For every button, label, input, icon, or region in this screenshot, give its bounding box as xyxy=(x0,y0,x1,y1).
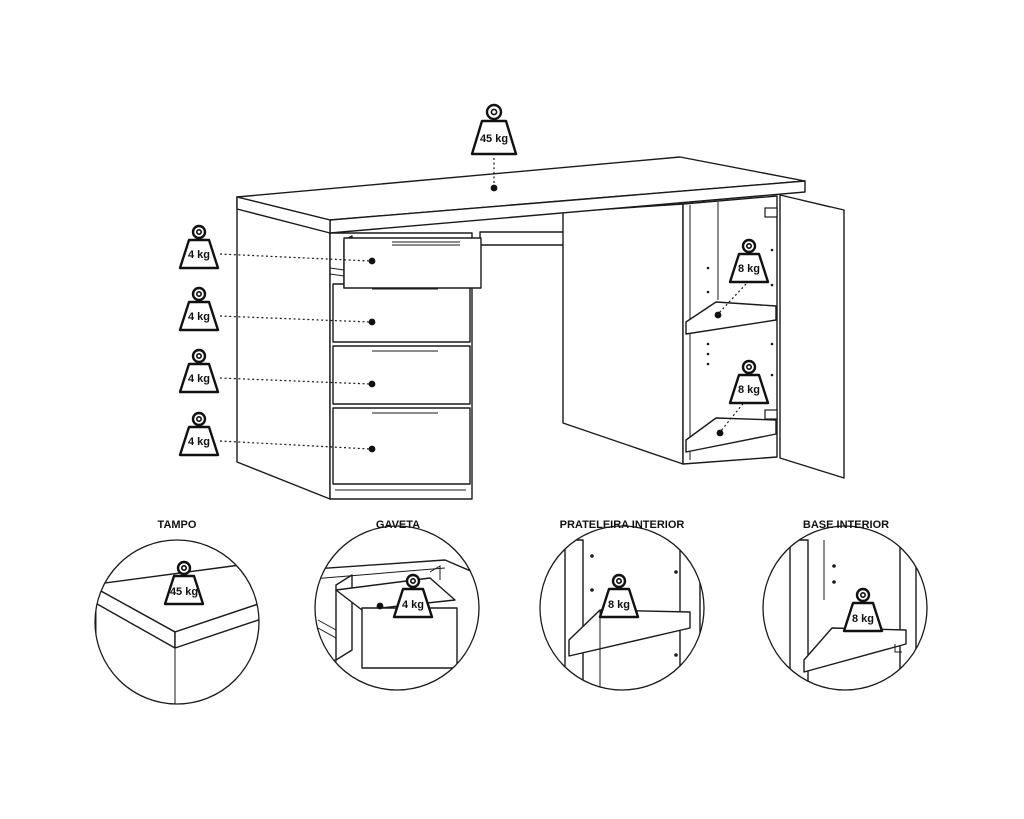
load-points xyxy=(368,184,724,453)
weight-icon: 8 kg xyxy=(598,573,640,619)
tabletop-side-edge xyxy=(236,196,331,234)
detail-tampo: 45 kg xyxy=(94,539,260,705)
desk-illustration xyxy=(236,156,845,500)
right-cabinet-side xyxy=(562,203,684,465)
detail-weight-prateleira: 8 kg xyxy=(608,599,630,611)
interior-shelf xyxy=(685,301,777,335)
load-point-icon xyxy=(376,602,384,610)
load-point-icon xyxy=(368,318,376,326)
open-door xyxy=(779,194,845,479)
weight-label-drawer-2: 4 kg xyxy=(188,311,210,323)
detail-caption-prateleira: PRATELEIRA INTERIOR xyxy=(560,519,685,531)
left-cabinet-side xyxy=(236,196,331,500)
weight-icon: 4 kg xyxy=(178,411,220,457)
drawer-1 xyxy=(343,237,482,289)
weight-icon: 8 kg xyxy=(842,587,884,633)
detail-gaveta: 4 kg xyxy=(314,525,480,691)
detail-base: 8 kg xyxy=(762,525,928,691)
weight-icon: 4 kg xyxy=(178,286,220,332)
center-panel xyxy=(479,231,567,246)
weight-icon: 4 kg xyxy=(178,348,220,394)
interior-base xyxy=(685,417,777,453)
drawer-4 xyxy=(332,407,471,485)
drawer-3 xyxy=(332,345,471,405)
weight-icon: 45 kg xyxy=(163,560,205,606)
load-point-icon xyxy=(368,380,376,388)
weight-label-drawer-4: 4 kg xyxy=(188,436,210,448)
weight-label-drawer-1: 4 kg xyxy=(188,249,210,261)
load-point-icon xyxy=(368,445,376,453)
weight-label-base: 8 kg xyxy=(738,384,760,396)
detail-prateleira: 8 kg xyxy=(539,525,705,691)
detail-caption-base: BASE INTERIOR xyxy=(803,519,889,531)
leader-lines xyxy=(219,158,747,450)
load-point-icon xyxy=(714,311,722,319)
detail-caption-gaveta: GAVETA xyxy=(376,519,420,531)
weight-icon: 8 kg xyxy=(728,238,770,284)
hinge-icon xyxy=(764,207,778,218)
weight-label-drawer-3: 4 kg xyxy=(188,373,210,385)
load-point-icon xyxy=(490,184,498,192)
weight-label-shelf: 8 kg xyxy=(738,263,760,275)
weight-icon: 4 kg xyxy=(392,573,434,619)
detail-weight-tampo: 45 kg xyxy=(170,586,198,598)
detail-weight-base: 8 kg xyxy=(852,613,874,625)
load-point-icon xyxy=(716,429,724,437)
detail-weight-gaveta: 4 kg xyxy=(402,599,424,611)
load-point-icon xyxy=(368,257,376,265)
weight-icon: 8 kg xyxy=(728,359,770,405)
weight-icon: 4 kg xyxy=(178,224,220,270)
hinge-icon xyxy=(764,409,778,420)
weight-icon: 45 kg xyxy=(470,103,518,156)
drawer-2 xyxy=(332,283,471,343)
weight-label-tabletop: 45 kg xyxy=(480,133,508,145)
detail-caption-tampo: TAMPO xyxy=(158,519,197,531)
